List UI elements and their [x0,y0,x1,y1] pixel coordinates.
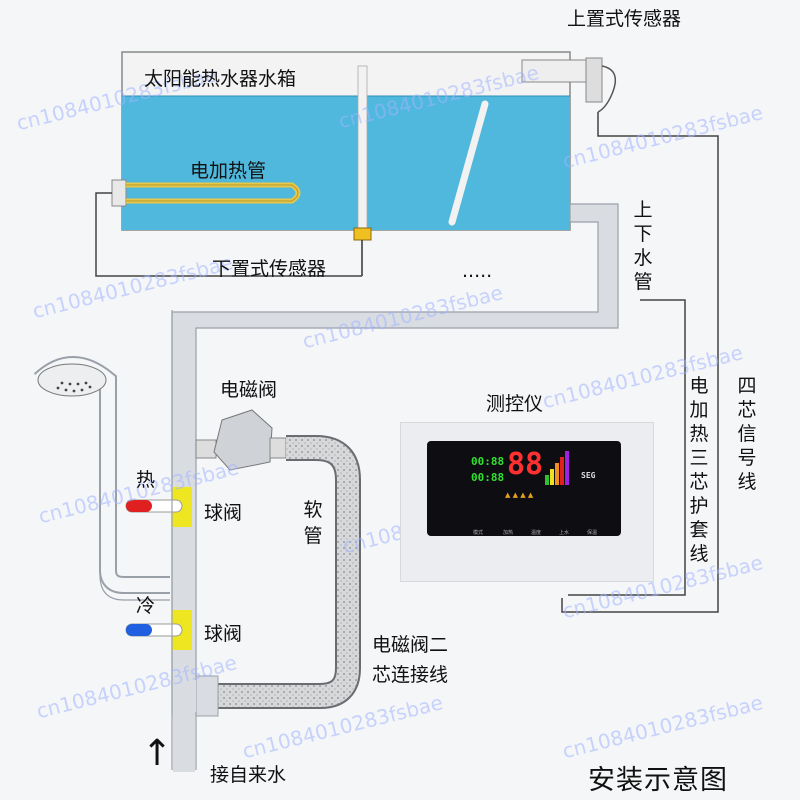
tank-inner-rod [448,100,489,226]
signal-wires [95,112,719,613]
inflow-arrow: ↑ [142,733,173,774]
up-down-pipe-label: 上 下 水 管 [633,199,653,293]
hose [214,435,361,709]
city-water-label: 接自来水 [210,764,287,786]
brand-logo: SEG [581,471,596,480]
red-digits: 88 [507,447,544,482]
hose-label: 软 管 [303,499,323,547]
heating-cable-label: 电 加 热 三 芯 护 套 线 [689,375,709,565]
tank-sensor-rod [357,65,368,231]
status-icons: ▲ ▲ ▲ ▲ [505,491,534,499]
electric-heater-tube [111,179,301,207]
hot-ball-valve-label: 球阀 [204,502,243,524]
shower-cold-branch [99,395,170,601]
button-label-1: 模式 [473,530,484,536]
top-sensor-label: 上置式传感器 [567,8,682,30]
bottom-sensor-dots: ..... [462,260,493,282]
hot-ball-valve [125,487,192,527]
signal-line-label: 四 芯 信 号 线 [737,375,757,493]
solenoid-valve-label: 电磁阀 [220,379,278,401]
bottom-sensor-label: 下置式传感器 [212,258,327,280]
controller-panel: 88 00:88 00:88 SEG ▲ ▲ ▲ ▲ 模式 加热 温度 上水 保… [400,422,654,582]
cold-label: 冷 [136,595,156,617]
green-digits-2: 00:88 [471,471,505,484]
hot-label: 热 [136,469,156,491]
bottom-sensor [353,227,372,276]
button-label-3: 温度 [531,530,542,536]
button-label-2: 加热 [503,530,514,536]
top-sensor [521,57,617,113]
solenoid-valve [195,409,287,471]
solenoid-cable-label: 电磁阀二 芯连接线 [372,634,449,686]
shower-head [33,356,170,594]
button-label-5: 保温 [587,530,598,536]
level-bars [545,451,571,485]
tank-label: 太阳能热水器水箱 [144,68,297,90]
button-label-4: 上水 [559,530,570,536]
controller-label: 测控仪 [486,393,544,415]
controller-screen: 88 00:88 00:88 SEG ▲ ▲ ▲ ▲ 模式 加热 温度 上水 保… [427,441,621,536]
cold-ball-valve-label: 球阀 [204,623,243,645]
cold-ball-valve [125,610,192,650]
diagram-title: 安装示意图 [588,765,728,796]
heater-label: 电加热管 [190,160,267,182]
green-digits-1: 00:88 [471,455,505,468]
